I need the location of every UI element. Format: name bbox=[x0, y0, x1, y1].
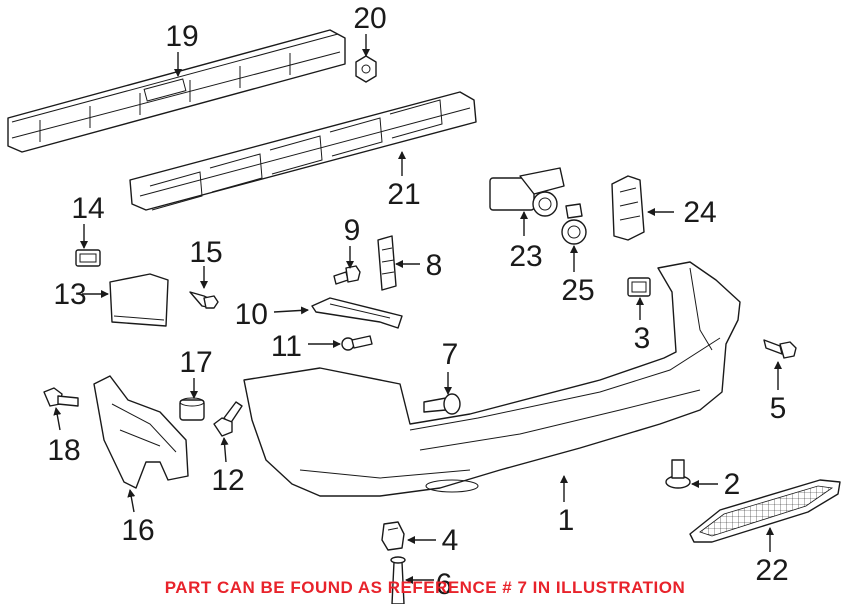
callout-1: 1 bbox=[558, 504, 575, 537]
part-1-bumper-cover bbox=[243, 261, 741, 497]
part-6-push-pin bbox=[390, 556, 406, 604]
part-21-energy-absorber bbox=[129, 91, 477, 211]
callout-15: 15 bbox=[189, 236, 222, 269]
part-13-cover-plate bbox=[109, 273, 169, 327]
part-5-bolt bbox=[763, 339, 797, 359]
callout-4: 4 bbox=[442, 524, 459, 557]
leader-lines bbox=[53, 34, 782, 584]
part-19-reinforcement-beam bbox=[7, 29, 346, 153]
part-20-nut bbox=[355, 55, 377, 83]
callout-18: 18 bbox=[47, 434, 80, 467]
callout-10: 10 bbox=[235, 298, 268, 331]
callout-3: 3 bbox=[634, 322, 651, 355]
part-9-bolt bbox=[333, 265, 361, 285]
part-22-reflector bbox=[689, 479, 841, 543]
part-7-push-pin bbox=[423, 393, 461, 415]
callout-2: 2 bbox=[724, 468, 741, 501]
part-24-sensor-bracket bbox=[611, 175, 645, 241]
callout-25: 25 bbox=[561, 274, 594, 307]
callout-6: 6 bbox=[436, 568, 453, 601]
callout-24: 24 bbox=[683, 196, 716, 229]
callout-9: 9 bbox=[344, 214, 361, 247]
callout-12: 12 bbox=[211, 464, 244, 497]
callout-21: 21 bbox=[387, 178, 420, 211]
callout-8: 8 bbox=[426, 249, 443, 282]
callout-23: 23 bbox=[509, 240, 542, 273]
callout-14: 14 bbox=[71, 192, 104, 225]
part-4-clip bbox=[381, 521, 405, 551]
callout-17: 17 bbox=[179, 346, 212, 379]
part-17-grommet bbox=[179, 397, 205, 421]
callout-16: 16 bbox=[121, 514, 154, 547]
part-15-bolt bbox=[189, 291, 219, 309]
part-25-sensor-retainer bbox=[561, 203, 587, 245]
callout-19: 19 bbox=[165, 20, 198, 53]
callout-13: 13 bbox=[53, 278, 86, 311]
part-3-clip bbox=[627, 277, 651, 297]
callout-labels: 19 20 21 14 13 15 9 8 10 11 23 25 24 3 7… bbox=[47, 2, 788, 601]
callout-7: 7 bbox=[442, 338, 459, 371]
callout-5: 5 bbox=[770, 392, 787, 425]
part-23-parking-sensor bbox=[489, 167, 565, 217]
part-16-mud-guard bbox=[93, 375, 189, 489]
callout-22: 22 bbox=[755, 554, 788, 587]
part-10-side-bracket bbox=[311, 297, 403, 329]
part-14-clip bbox=[75, 249, 101, 267]
part-8-retainer bbox=[377, 235, 397, 291]
part-2-push-clip bbox=[665, 459, 691, 489]
part-12-bolt bbox=[213, 401, 243, 437]
callout-20: 20 bbox=[353, 2, 386, 35]
part-11-screw bbox=[341, 335, 373, 351]
reference-notice-banner: PART CAN BE FOUND AS REFERENCE # 7 IN IL… bbox=[164, 578, 686, 597]
part-18-bolt bbox=[43, 387, 79, 407]
callout-11: 11 bbox=[271, 330, 302, 363]
